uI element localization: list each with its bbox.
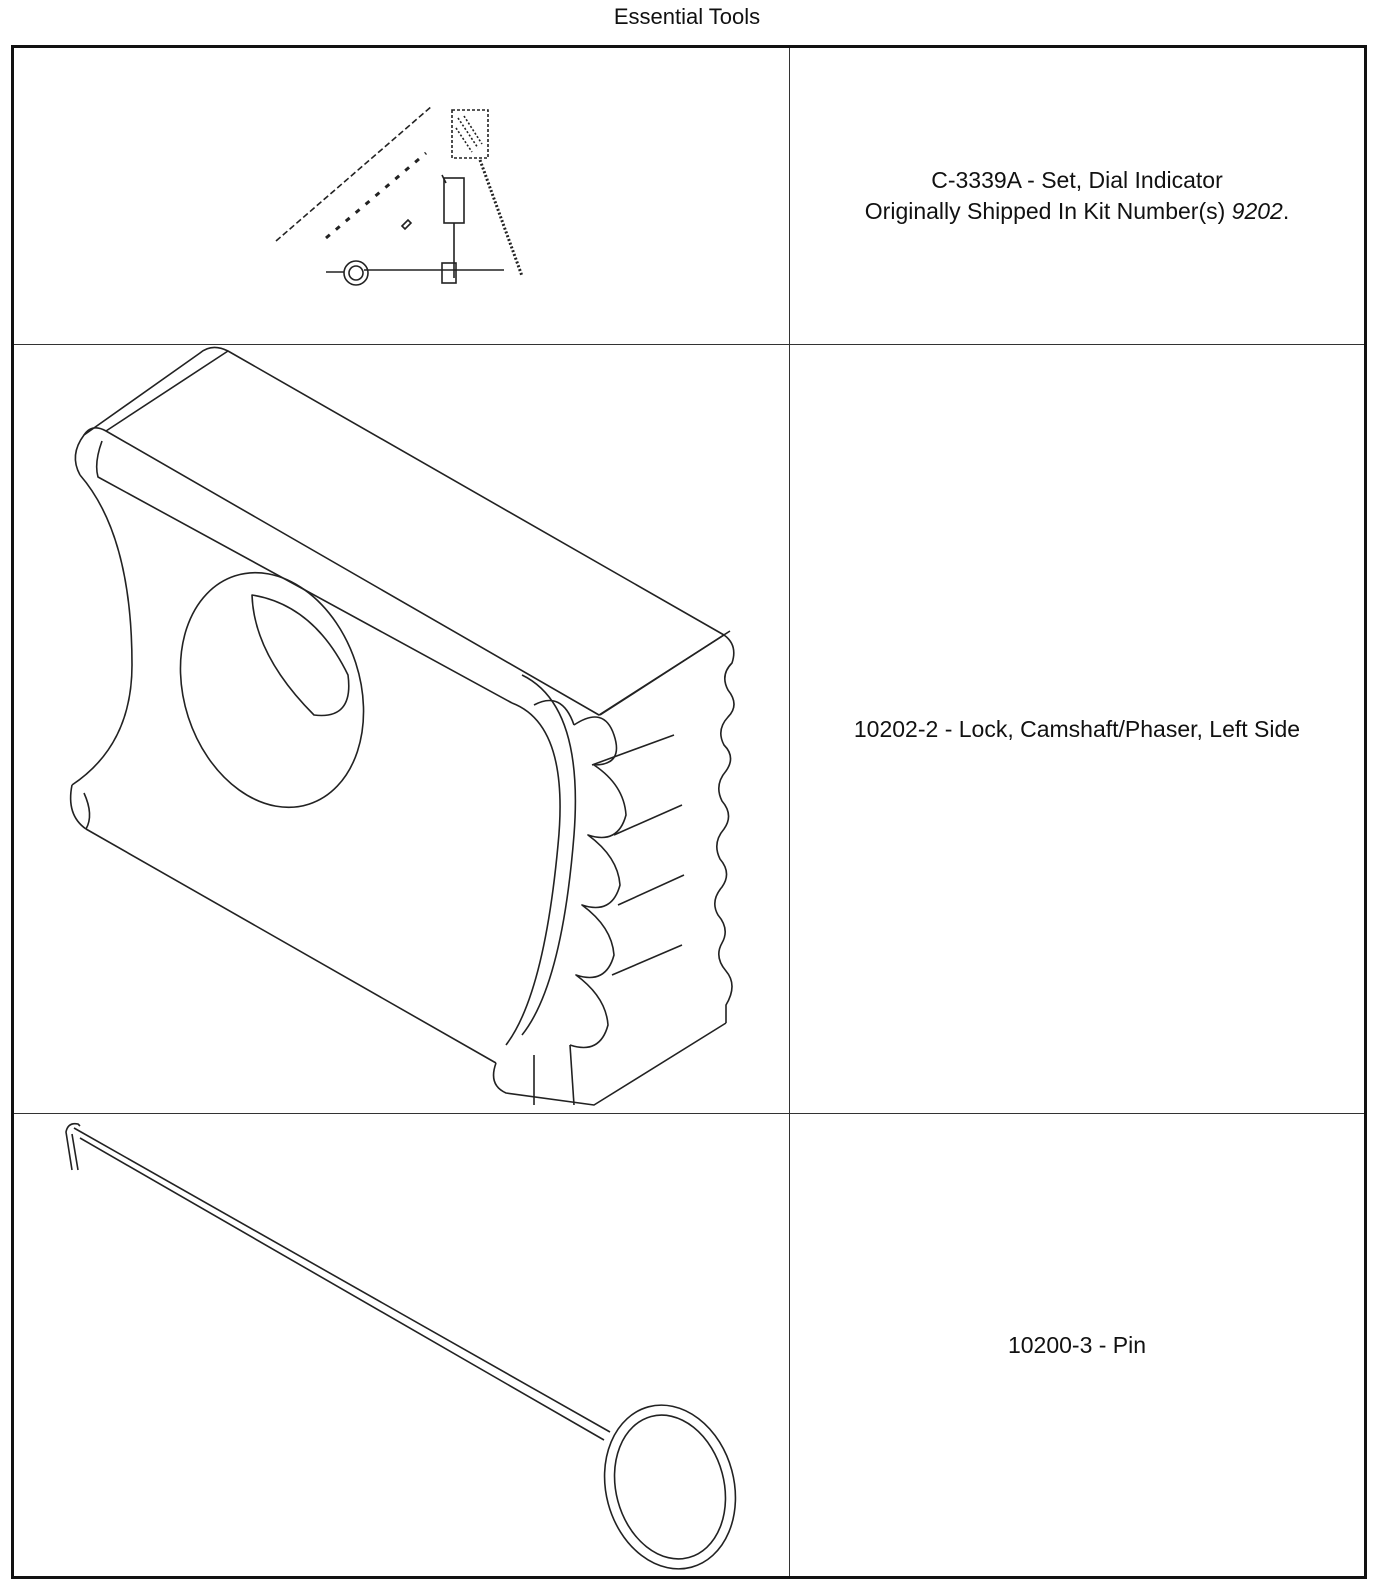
tool-description-cell: 10202-2 - Lock, Camshaft/Phaser, Left Si…	[790, 345, 1364, 1113]
dial-indicator-set-illustration	[275, 105, 524, 286]
kit-suffix: .	[1282, 198, 1290, 224]
essential-tools-table: C-3339A - Set, Dial Indicator Originally…	[11, 45, 1367, 1579]
pin-illustration	[65, 1122, 737, 1570]
tool-illustration-cell	[14, 48, 790, 344]
kit-shipped-line: Originally Shipped In Kit Number(s) 9202…	[865, 196, 1289, 227]
page-title: Essential Tools	[613, 4, 761, 29]
camshaft-phaser-lock-illustration	[69, 346, 735, 1106]
tool-name: C-3339A - Set, Dial Indicator	[931, 167, 1223, 193]
tool-illustration-cell	[14, 345, 790, 1113]
kit-shipped-label: Originally Shipped In Kit Number(s)	[864, 198, 1232, 224]
tool-name: 10200-3 - Pin	[1007, 1331, 1147, 1358]
table-row: 10202-2 - Lock, Camshaft/Phaser, Left Si…	[14, 345, 1364, 1114]
tool-name: 10202-2 - Lock, Camshaft/Phaser, Left Si…	[853, 715, 1301, 742]
table-row: 10200-3 - Pin	[14, 1114, 1364, 1576]
kit-number: 9202	[1231, 198, 1283, 224]
table-row: C-3339A - Set, Dial Indicator Originally…	[14, 48, 1364, 345]
tool-description-cell: 10200-3 - Pin	[790, 1114, 1364, 1576]
tool-description-cell: C-3339A - Set, Dial Indicator Originally…	[790, 48, 1364, 344]
tool-illustration-cell	[14, 1114, 790, 1576]
